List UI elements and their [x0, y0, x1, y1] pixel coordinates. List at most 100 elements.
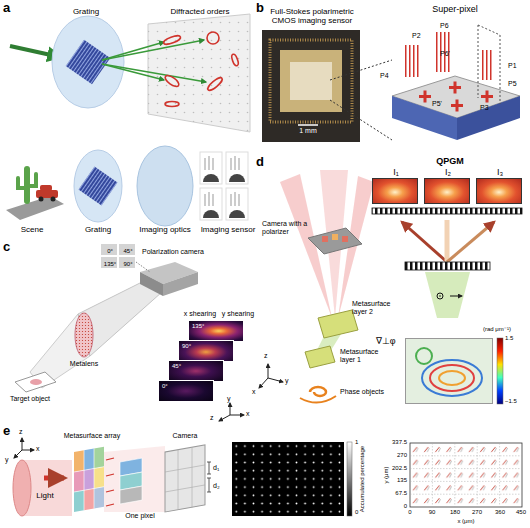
super-pixel-illustration: [436, 32, 450, 72]
panel-letter: a: [3, 1, 10, 15]
metasurface-array-illustration: [410, 443, 522, 507]
metasurface-array-illustration: [106, 458, 114, 506]
metasurface-array-illustration: [232, 442, 344, 516]
super-pixel-illustration: [482, 50, 492, 80]
qpgm-illustration: [437, 293, 443, 299]
annotation-label: x: [246, 410, 250, 418]
metalens-polarimetry-illustration: [230, 415, 244, 416]
qpgm-illustration: [310, 387, 326, 396]
annotation-label: Metasurface layer 2: [352, 300, 404, 315]
qpgm-illustration: [332, 234, 338, 240]
imaging-system-illustration: [229, 210, 245, 218]
annotation-label: z: [264, 352, 268, 360]
annotation-label: Light: [36, 492, 53, 501]
qpgm-illustration: [308, 228, 362, 254]
metasurface-array-illustration: [84, 468, 94, 490]
annotation-label: 0: [408, 509, 411, 516]
grating-diffraction-illustration: [102, 42, 164, 60]
imaging-system-illustration: [16, 186, 26, 190]
grating-diffraction-illustration: [102, 64, 206, 82]
node-label: 135°: [192, 323, 204, 330]
imaging-system-illustration: [226, 152, 248, 184]
metasurface-array-illustration: [347, 442, 352, 516]
metasurface-array-illustration: [94, 487, 104, 509]
super-pixel-illustration: [419, 91, 431, 103]
super-pixel-illustration: [481, 91, 493, 103]
grating-diffraction-illustration: [148, 14, 250, 132]
intensity-image: I₃: [476, 178, 522, 204]
qpgm-illustration: [268, 378, 283, 382]
annotation-label: z: [19, 428, 23, 436]
super-pixel-illustration: [449, 82, 461, 94]
metasurface-array-illustration: [22, 450, 34, 451]
metasurface-array-illustration: [410, 443, 522, 507]
imaging-system-illustration: [200, 152, 222, 184]
metasurface-array-illustration: [74, 490, 84, 512]
metasurface-array-illustration: [13, 460, 31, 516]
annotation-label: P6': [440, 50, 450, 58]
metasurface-array-illustration: [410, 443, 522, 507]
imaging-system-illustration: [203, 174, 219, 182]
qpgm-illustration: [268, 364, 269, 378]
grating-diffraction-illustration: [102, 40, 204, 60]
qpgm-illustration: [416, 348, 432, 364]
metasurface-array-illustration: [104, 446, 165, 512]
sensor-photo: [262, 30, 392, 142]
annotation-label: y shearing: [222, 310, 254, 318]
annotation-label: Imaging sensor: [201, 226, 256, 235]
metasurface-array-illustration: [44, 476, 64, 481]
imaging-system-illustration: [203, 210, 219, 218]
annotation-label: (rad μm⁻¹): [483, 326, 511, 333]
metalens-polarimetry-illustration: [136, 262, 150, 272]
annotation-label: 202.5: [392, 465, 407, 472]
annotation-label: d₁: [213, 464, 219, 472]
qpgm-illustration: [439, 295, 441, 297]
metasurface-array-illustration: [74, 470, 84, 492]
sensor-photo: [330, 100, 392, 140]
super-pixel-illustration: [451, 100, 463, 112]
intensity-image: I₂: [424, 178, 470, 204]
annotation-label: Camera with a polarizer: [262, 220, 314, 235]
qpgm-illustration: [430, 365, 474, 391]
annotation-label: Accumulated percentage: [359, 446, 366, 512]
super-pixel-illustration: [478, 25, 500, 35]
metalens-polarimetry-illustration: [140, 272, 163, 296]
qpgm-illustration: [402, 222, 447, 262]
pixel-cell: 135°: [100, 256, 118, 269]
node-label: 45°: [172, 363, 181, 370]
qpgm-illustration: [447, 222, 494, 262]
annotation-label: Target object: [10, 395, 50, 403]
qpgm-illustration: [300, 396, 336, 403]
grating-diffraction-illustration: [163, 34, 182, 46]
annotation-label: 1 mm: [299, 127, 317, 135]
node-label: 45°: [123, 247, 132, 254]
metasurface-array-illustration: [74, 447, 104, 512]
imaging-system-illustration: [51, 197, 56, 202]
imaging-system-illustration: [200, 188, 222, 220]
annotation-label: P6: [440, 22, 449, 30]
annotation-label: Scene: [21, 226, 44, 235]
node-label: 0°: [107, 247, 113, 254]
metalens-polarimetry-illustration: [30, 379, 42, 385]
annotation-label: QPGM: [436, 157, 464, 167]
qpgm-illustration: [422, 360, 482, 396]
qpgm-illustration: [450, 296, 462, 297]
metalens-polarimetry-illustration: [75, 313, 93, 357]
pixel-cell: 90°: [118, 256, 136, 269]
annotation-label: P5': [432, 100, 442, 108]
metasurface-array-illustration: [74, 447, 104, 512]
metalens-polarimetry-illustration: [230, 403, 231, 415]
polarization-image: 90°: [178, 340, 234, 362]
annotation-label: y (μm): [383, 466, 390, 483]
imaging-system-illustration: [40, 185, 52, 191]
metasurface-array-illustration: [165, 445, 205, 512]
super-pixel-illustration: [392, 25, 520, 140]
node-label: I₃: [497, 168, 503, 178]
metalens-polarimetry-illustration: [15, 372, 56, 392]
imaging-system-illustration: [226, 188, 248, 220]
super-pixel-illustration: [457, 96, 520, 140]
annotation-label: 135: [397, 477, 407, 484]
annotation-label: Metasurface array: [64, 432, 120, 440]
metasurface-array-illustration: [94, 447, 104, 469]
annotation-label: P2: [412, 32, 421, 40]
